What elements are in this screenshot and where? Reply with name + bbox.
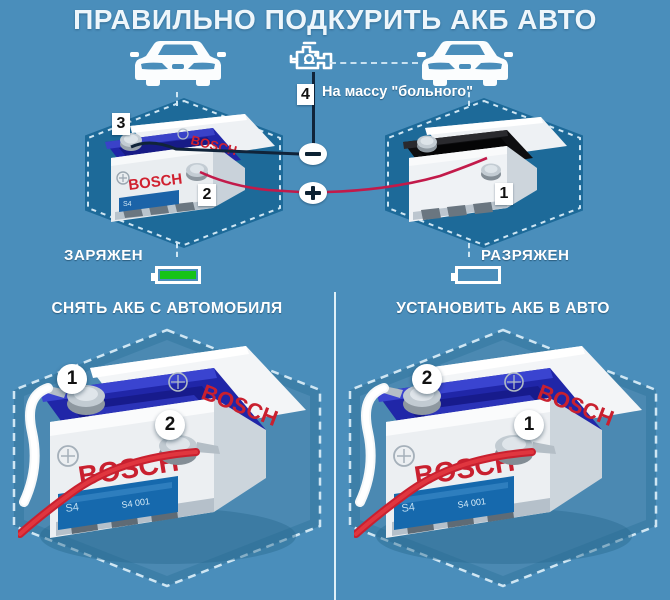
step-badge-install-positive: 1	[514, 410, 544, 440]
svg-text:S4: S4	[65, 501, 80, 515]
dashed-drop-left	[176, 92, 178, 106]
svg-text:S4 001: S4 001	[457, 496, 487, 510]
panel-divider	[334, 292, 336, 600]
engine-to-car-connector	[330, 62, 418, 64]
car-front-icon	[415, 36, 515, 97]
svg-text:S4 001: S4 001	[121, 496, 151, 510]
step-badge-4: 4	[297, 84, 314, 105]
dashed-drop-right-bottom	[468, 243, 470, 257]
battery-illustration-install: BOSCH S4 S4 001 BOSCH	[352, 326, 654, 576]
panel-title-install: УСТАНОВИТЬ АКБ В АВТО	[396, 300, 610, 317]
ground-step-label: На массу "больного"	[322, 84, 474, 100]
dashed-drop-right	[468, 92, 470, 106]
top-section: ПРАВИЛЬНО ПОДКУРИТЬ АКБ АВТО	[0, 0, 670, 292]
battery-level-empty-icon	[451, 266, 501, 284]
step-badge-1: 1	[495, 183, 513, 205]
svg-text:BOSCH: BOSCH	[127, 170, 183, 193]
battery-level-full-icon	[151, 266, 201, 284]
ground-wire-stem	[312, 72, 315, 150]
svg-text:S4: S4	[401, 501, 416, 515]
svg-text:S4: S4	[123, 201, 132, 208]
car-front-icon	[128, 36, 228, 97]
charged-status-label: ЗАРЯЖЕН	[64, 247, 144, 264]
step-badge-install-negative: 2	[412, 364, 442, 394]
step-badge-3: 3	[112, 113, 130, 135]
dashed-drop-left-bottom	[176, 243, 178, 257]
engine-block-icon	[288, 38, 336, 83]
negative-pole-icon	[299, 143, 327, 165]
page-title: ПРАВИЛЬНО ПОДКУРИТЬ АКБ АВТО	[73, 4, 597, 35]
bottom-section: СНЯТЬ АКБ С АВТОМОБИЛЯ	[0, 292, 670, 600]
panel-install-battery: УСТАНОВИТЬ АКБ В АВТО	[336, 292, 670, 600]
step-badge-remove-positive: 2	[155, 410, 185, 440]
battery-illustration-remove: BOSCH S4 S4 001 BOSCH	[16, 326, 318, 576]
step-badge-2: 2	[198, 184, 216, 206]
discharged-status-label: РАЗРЯЖЕН	[481, 247, 570, 264]
step-badge-remove-negative: 1	[57, 364, 87, 394]
discharged-battery-illustration	[395, 112, 570, 242]
panel-title-remove: СНЯТЬ АКБ С АВТОМОБИЛЯ	[51, 300, 283, 317]
panel-remove-battery: СНЯТЬ АКБ С АВТОМОБИЛЯ	[0, 292, 334, 600]
positive-pole-icon	[299, 182, 327, 204]
